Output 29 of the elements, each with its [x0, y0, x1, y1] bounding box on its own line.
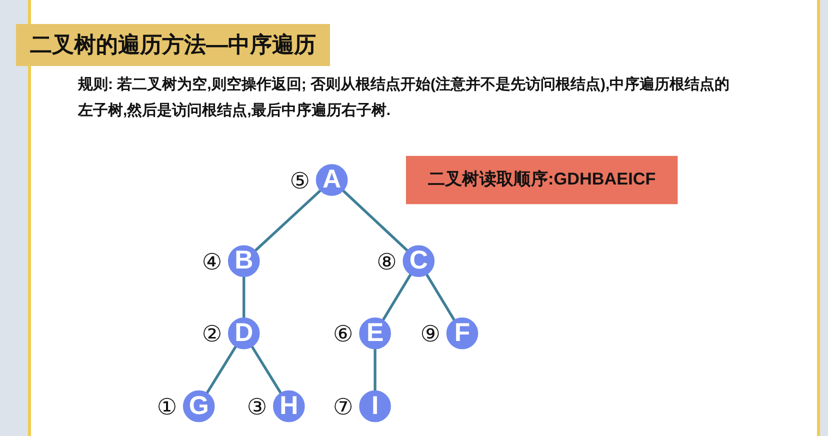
- title-banner: 二叉树的遍历方法—中序遍历: [16, 24, 330, 66]
- order-number: ②: [202, 322, 222, 348]
- rule-text: 规则: 若二叉树为空,则空操作返回; 否则从根结点开始(注意并不是先访问根结点),中序遍历根结点的左子树,然后是访问根结点,最后中序遍历右子树.: [78, 75, 731, 121]
- connector: [254, 189, 322, 252]
- node-circle: G: [182, 390, 215, 422]
- order-number: ④: [202, 249, 222, 276]
- order-number: ⑦: [333, 394, 354, 421]
- node-circle: E: [359, 317, 391, 350]
- connector: [342, 190, 408, 252]
- order-number: ①: [156, 394, 178, 421]
- order-number: ⑤: [290, 168, 310, 194]
- connector: [374, 348, 376, 391]
- order-number: ⑥: [333, 322, 354, 348]
- node-circle: H: [273, 390, 305, 422]
- node-circle: C: [402, 245, 435, 278]
- connector: [206, 346, 237, 394]
- order-number: ⑧: [376, 249, 397, 276]
- node-circle: A: [316, 164, 348, 196]
- node-circle: F: [446, 317, 478, 350]
- order-number: ③: [246, 394, 268, 421]
- node-box: 二叉树读取顺序:GDHBAEICF: [406, 156, 678, 204]
- connector: [242, 276, 246, 318]
- connector: [382, 274, 412, 321]
- node-circle: D: [228, 317, 260, 350]
- order-number: ⑨: [420, 322, 440, 348]
- node-circle: I: [359, 390, 391, 422]
- node-circle: B: [228, 245, 260, 278]
- connector: [250, 346, 282, 394]
- connector: [425, 274, 456, 321]
